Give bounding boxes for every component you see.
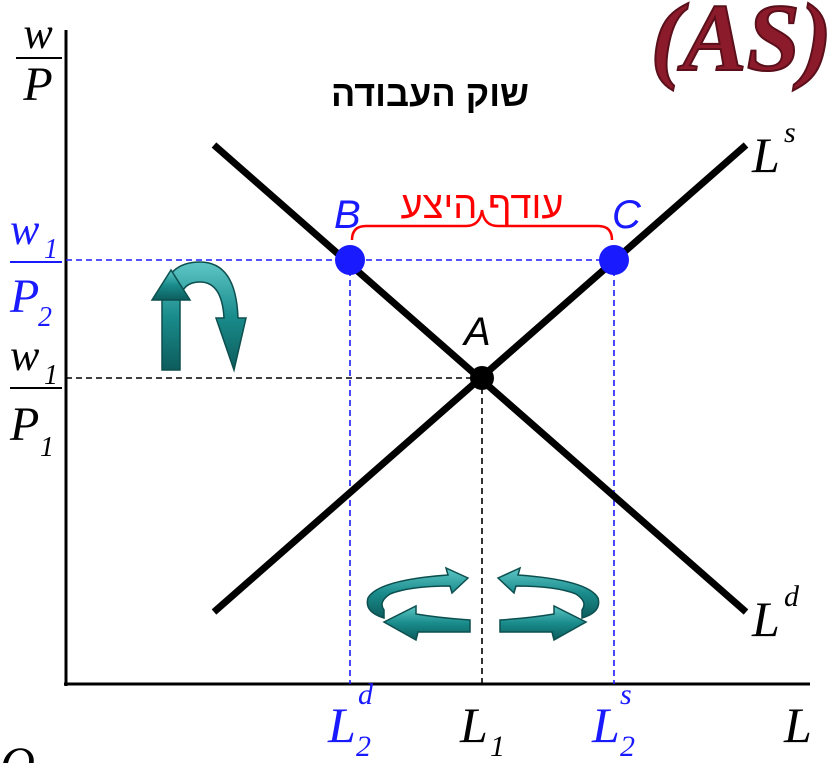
svg-text:L: L — [327, 697, 356, 753]
x-tick-ld2: L d 2 — [327, 678, 374, 763]
svg-text:w: w — [10, 205, 40, 254]
svg-text:L: L — [459, 697, 488, 753]
svg-text:2: 2 — [356, 730, 371, 763]
point-b-label: B — [334, 193, 361, 237]
excess-supply-bracket — [350, 209, 614, 241]
x-axis-label: L — [783, 697, 812, 753]
chart-title: שוק העבודה — [331, 73, 529, 114]
point-b — [335, 245, 365, 275]
supply-curve-label: L s — [751, 116, 796, 183]
svg-text:w: w — [10, 331, 40, 380]
svg-text:2: 2 — [38, 302, 52, 333]
wage-rise-arrow-icon — [150, 261, 247, 373]
x-tick-l1: L 1 — [459, 697, 505, 763]
svg-text:P: P — [9, 398, 39, 451]
demand-decrease-arrow-icon — [366, 566, 471, 642]
svg-text:P: P — [22, 58, 52, 111]
supply-increase-arrow-icon — [496, 566, 600, 642]
y-tick-w1-p2: w 1 P 2 — [9, 205, 62, 333]
point-c — [599, 245, 629, 275]
svg-text:w: w — [23, 9, 53, 58]
svg-text:d: d — [358, 678, 374, 711]
svg-text:s: s — [784, 116, 796, 149]
svg-text:s: s — [620, 678, 632, 711]
svg-text:1: 1 — [44, 234, 58, 265]
guide-lines-black — [66, 377, 483, 684]
svg-text:L: L — [751, 127, 780, 183]
y-tick-w1-p1: w 1 P 1 — [9, 331, 62, 463]
svg-text:L: L — [751, 591, 780, 647]
svg-text:d: d — [784, 580, 800, 613]
svg-text:2: 2 — [620, 730, 635, 763]
svg-text:P: P — [9, 270, 39, 323]
point-a — [470, 366, 494, 390]
excess-supply-label: עודף היצע — [401, 185, 564, 227]
point-a-label: A — [462, 310, 491, 354]
svg-text:L: L — [591, 697, 620, 753]
corner-label: (AS) — [651, 0, 832, 91]
bottom-left-glyph: Q — [0, 738, 35, 763]
svg-text:1: 1 — [490, 730, 505, 763]
y-axis-label: w P — [16, 9, 62, 111]
x-tick-ls2: L s 2 — [591, 678, 635, 763]
svg-text:1: 1 — [44, 360, 58, 391]
demand-curve-label: L d — [751, 580, 800, 647]
svg-text:1: 1 — [40, 432, 54, 463]
point-c-label: C — [612, 193, 642, 237]
